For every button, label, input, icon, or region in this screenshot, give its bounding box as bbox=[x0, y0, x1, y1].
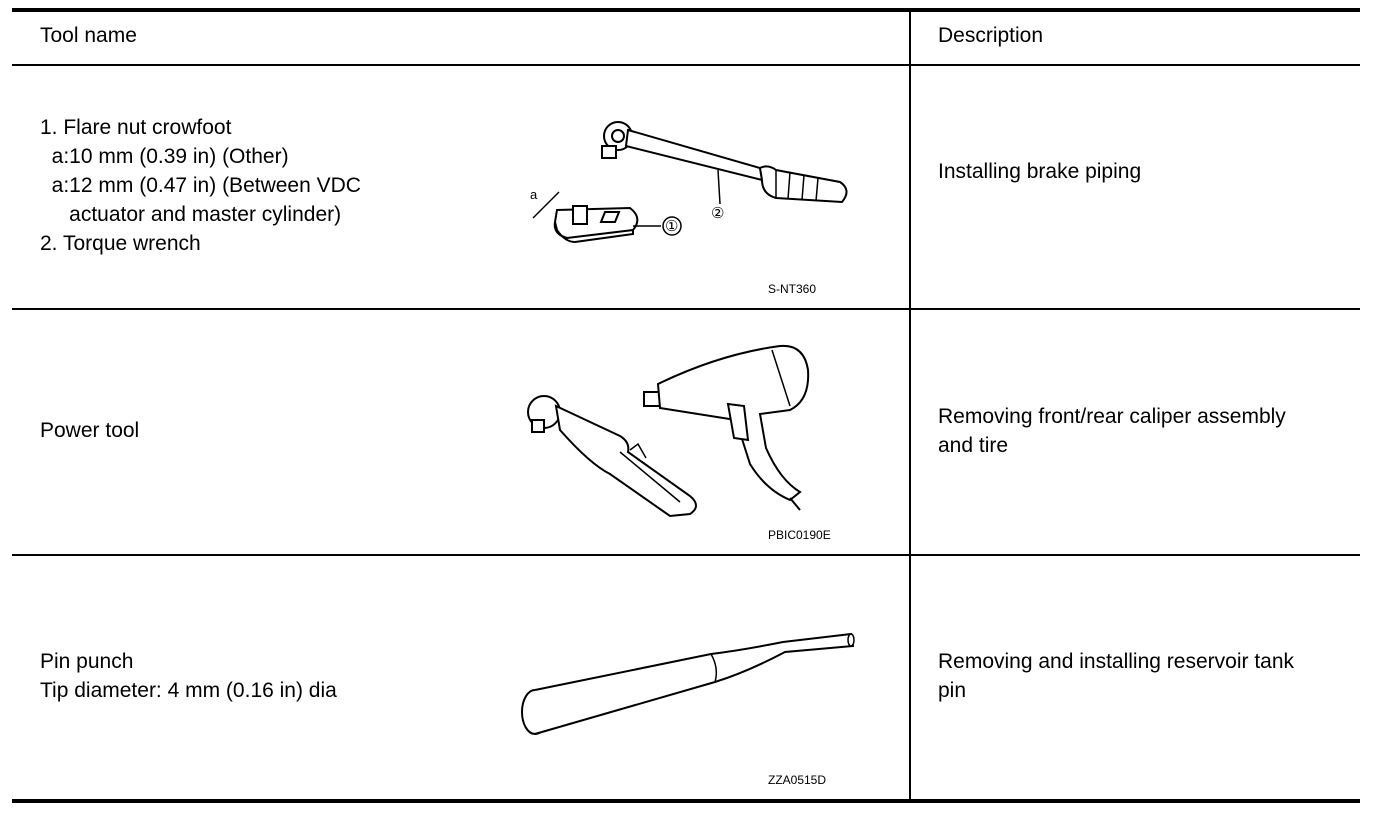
tool-name-line: a:10 mm (0.39 in) (Other) bbox=[40, 145, 289, 168]
description-line: Removing front/rear caliper assembly bbox=[938, 405, 1286, 428]
impact-wrench-icon bbox=[643, 344, 810, 511]
torque-wrench-icon bbox=[601, 121, 848, 205]
flare-nut-crowfoot-icon bbox=[532, 191, 682, 244]
header-description: Description bbox=[938, 24, 1044, 47]
tool-name-line: 2. Torque wrench bbox=[40, 232, 201, 255]
tool-name-line: 1. Flare nut crowfoot bbox=[40, 116, 232, 139]
tool-name-line: actuator and master cylinder) bbox=[40, 203, 342, 226]
callout-number-1: ① bbox=[665, 218, 679, 235]
description-line: Installing brake piping bbox=[938, 160, 1142, 183]
figure-code: S-NT360 bbox=[768, 282, 817, 296]
tool-name-line: Power tool bbox=[40, 419, 140, 442]
header-tool-name: Tool name bbox=[40, 24, 137, 47]
callout-number-2: ② bbox=[711, 205, 725, 222]
air-ratchet-icon bbox=[527, 395, 697, 518]
tool-name-line: Pin punch bbox=[40, 650, 134, 673]
description-line: pin bbox=[938, 679, 967, 702]
figure-code: PBIC0190E bbox=[768, 528, 831, 542]
column-divider bbox=[909, 10, 911, 802]
tool-name-line: a:12 mm (0.47 in) (Between VDC bbox=[40, 174, 361, 197]
row-divider-1 bbox=[12, 308, 1360, 310]
pin-punch-icon bbox=[521, 632, 855, 735]
header-divider bbox=[12, 64, 1360, 66]
description-line: Removing and installing reservoir tank bbox=[938, 650, 1295, 673]
row-divider-2 bbox=[12, 554, 1360, 556]
figure-code: ZZA0515D bbox=[768, 773, 827, 787]
table-bottom-rule bbox=[12, 799, 1360, 803]
table-top-rule bbox=[12, 8, 1360, 12]
description-line: and tire bbox=[938, 434, 1009, 457]
callout-label-a: a bbox=[530, 187, 538, 202]
tool-name-line: Tip diameter: 4 mm (0.16 in) dia bbox=[40, 679, 337, 702]
